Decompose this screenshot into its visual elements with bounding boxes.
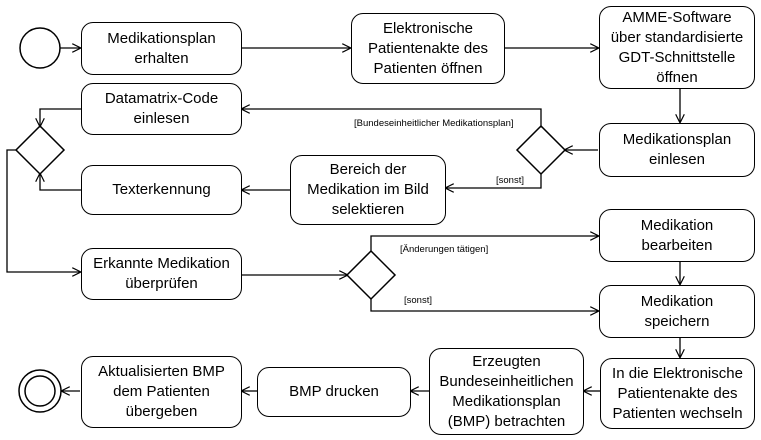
edge-diamond-to-datamatrix — [242, 109, 542, 126]
action-patientenakte-oeffnen: Elektronische Patientenakte des Patiente… — [351, 13, 505, 84]
action-amme-software-oeffnen: AMME-Software über standardisierte GDT-S… — [599, 6, 755, 89]
merge-diamond — [14, 124, 66, 176]
edge-diamond-to-speichern — [370, 299, 598, 311]
action-bereich-selektieren: Bereich der Medikation im Bild selektier… — [290, 155, 446, 225]
action-datamatrix-einlesen: Datamatrix-Code einlesen — [81, 83, 242, 135]
action-bmp-uebergeben: Aktualisierten BMP dem Patienten übergeb… — [81, 356, 242, 428]
guard-sonst-2: [sonst] — [404, 295, 432, 306]
edge-diamond-to-bereich — [446, 174, 542, 188]
action-medikation-speichern: Medikation speichern — [599, 285, 755, 338]
action-medikationsplan-erhalten: Medikationsplan erhalten — [81, 22, 242, 75]
edge-datamatrix-to-merge — [40, 108, 81, 126]
action-medikation-bearbeiten: Medikation bearbeiten — [599, 209, 755, 262]
action-bmp-betrachten: Erzeugten Bundeseinheitlichen Medikation… — [429, 348, 584, 435]
decision-diamond-medikationsplan — [515, 124, 567, 176]
edge-texterkennung-to-merge — [40, 174, 81, 191]
action-bmp-drucken: BMP drucken — [257, 367, 411, 417]
action-texterkennung: Texterkennung — [81, 165, 242, 215]
action-patientenakte-wechseln: In die Elektronische Patientenakte des P… — [600, 358, 755, 429]
guard-sonst-1: [sonst] — [496, 175, 524, 186]
action-medikationsplan-einlesen: Medikationsplan einlesen — [599, 123, 755, 177]
final-node-inner — [24, 375, 56, 407]
decision-diamond-aenderungen — [345, 249, 397, 301]
initial-node — [19, 27, 61, 69]
edge-diamond-to-bearbeiten — [370, 236, 598, 251]
edge-merge-to-ueberpruefen — [6, 149, 80, 272]
action-medikation-ueberpruefen: Erkannte Medikation überprüfen — [81, 248, 242, 300]
guard-bundeseinheitlicher-medikationsplan: [Bundeseinheitlicher Medikationsplan] — [354, 118, 514, 129]
guard-aenderungen-taetigen: [Änderungen tätigen] — [400, 244, 489, 255]
